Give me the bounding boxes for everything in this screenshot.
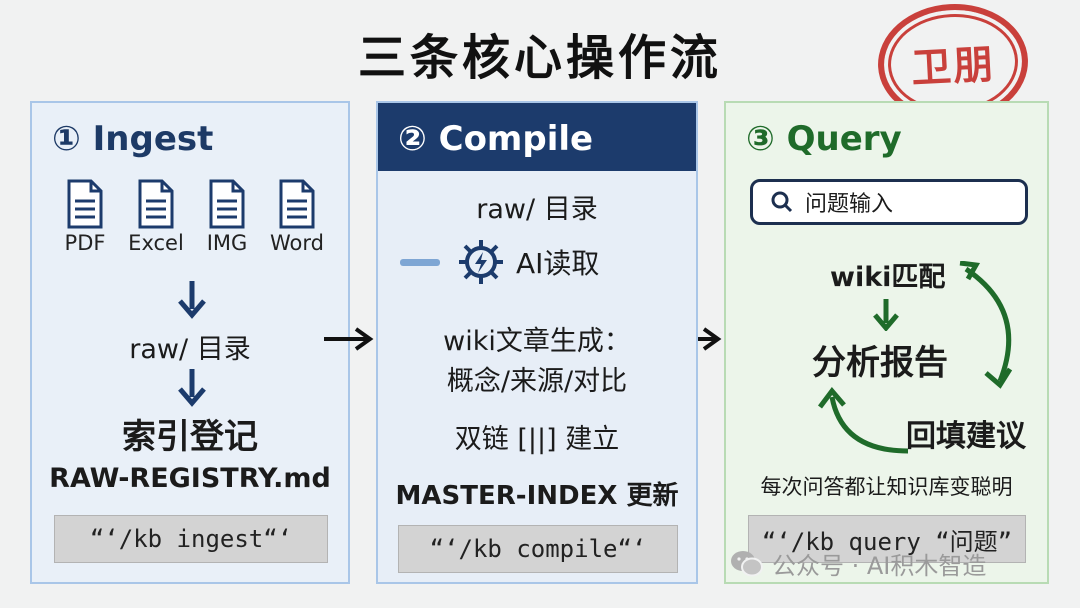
compile-step-ai: AI读取: [516, 247, 600, 280]
wechat-icon: [731, 550, 763, 576]
ingest-step-index: 索引登记: [122, 417, 258, 457]
query-title: ③ Query: [746, 119, 902, 159]
ingest-panel: ① Ingest PDF Excel IMG: [30, 101, 350, 584]
down-arrow-icon: [178, 281, 206, 319]
query-panel: ③ Query 问题输入 wiki匹配 分析报告 回填建议 每次问答都让知识库变…: [724, 101, 1049, 584]
curved-arrow-icon: [818, 387, 909, 454]
compile-command: “‘/kb compile“‘: [398, 525, 678, 573]
query-step-match: wiki匹配: [830, 262, 946, 293]
compile-panel: ② Compile raw/ 目录 AI读取 wiki文章生成： 概念/来源/对…: [376, 101, 698, 584]
document-icon: [209, 179, 245, 229]
file-pdf: PDF: [62, 179, 108, 255]
compile-title: ② Compile: [398, 119, 594, 159]
watermark-text: 公众号 · AI积木智造: [772, 552, 987, 580]
document-icon: [67, 179, 103, 229]
search-icon: [771, 191, 793, 213]
right-arrow-icon: [324, 327, 374, 351]
cycle-arrow-icon: [959, 261, 1013, 389]
compile-step-links: 双链 [||] 建立: [454, 424, 620, 455]
down-arrow-icon: [873, 299, 899, 331]
flow-dash: [400, 258, 440, 266]
file-type-label: IMG: [206, 231, 248, 255]
document-icon: [138, 179, 174, 229]
stamp-text: 卫朋: [910, 41, 997, 93]
file-img: IMG: [204, 179, 250, 255]
compile-step-wiki-line2: 概念/来源/对比: [446, 366, 628, 397]
query-step-backfill: 回填建议: [906, 419, 1026, 454]
ingest-title: ① Ingest: [52, 119, 214, 159]
watermark: 公众号 · AI积木智造: [730, 546, 986, 581]
file-word: Word: [270, 179, 324, 255]
query-tagline: 每次问答都让知识库变聪明: [760, 475, 1013, 499]
query-command: “‘/kb query “问题”: [748, 515, 1026, 563]
compile-step-wiki-line1: wiki文章生成：: [443, 326, 631, 357]
file-type-label: Excel: [128, 231, 184, 255]
file-type-label: PDF: [64, 231, 106, 255]
file-type-label: Word: [270, 231, 324, 255]
gear-lightning-icon: [459, 240, 503, 284]
registry-file: RAW-REGISTRY.md: [49, 463, 331, 494]
file-excel: Excel: [128, 179, 184, 255]
compile-step-master: MASTER-INDEX 更新: [395, 481, 679, 511]
query-step-report: 分析报告: [812, 343, 948, 383]
page-title: 三条核心操作流: [357, 30, 722, 86]
compile-header: [378, 103, 696, 171]
search-input[interactable]: 问题输入: [750, 179, 1028, 225]
ingest-step-raw: raw/ 目录: [129, 334, 251, 365]
ai-read-row: AI读取: [400, 235, 599, 289]
down-arrow-icon: [178, 369, 206, 407]
search-placeholder: 问题输入: [805, 192, 894, 217]
document-icon: [279, 179, 315, 229]
compile-step-raw: raw/ 目录: [476, 194, 598, 225]
ingest-command: “‘/kb ingest“‘: [54, 515, 328, 563]
